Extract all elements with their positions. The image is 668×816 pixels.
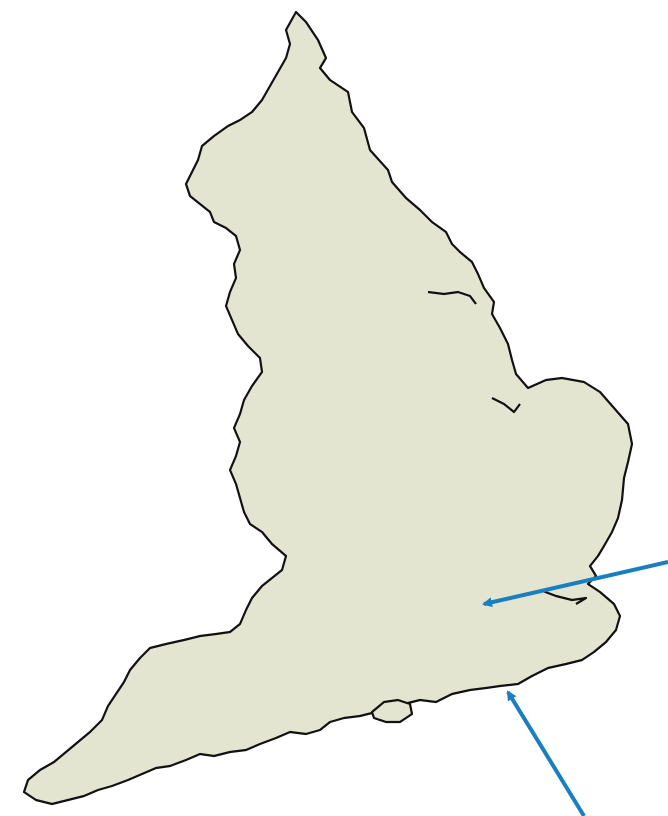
arrow-south-coast bbox=[506, 690, 586, 816]
isle-of-wight bbox=[370, 698, 414, 724]
wash-inlet bbox=[491, 397, 521, 414]
england-landmass bbox=[22, 10, 634, 806]
humber-estuary bbox=[427, 290, 477, 305]
arrow-london bbox=[482, 560, 668, 608]
thames-estuary bbox=[539, 588, 588, 605]
